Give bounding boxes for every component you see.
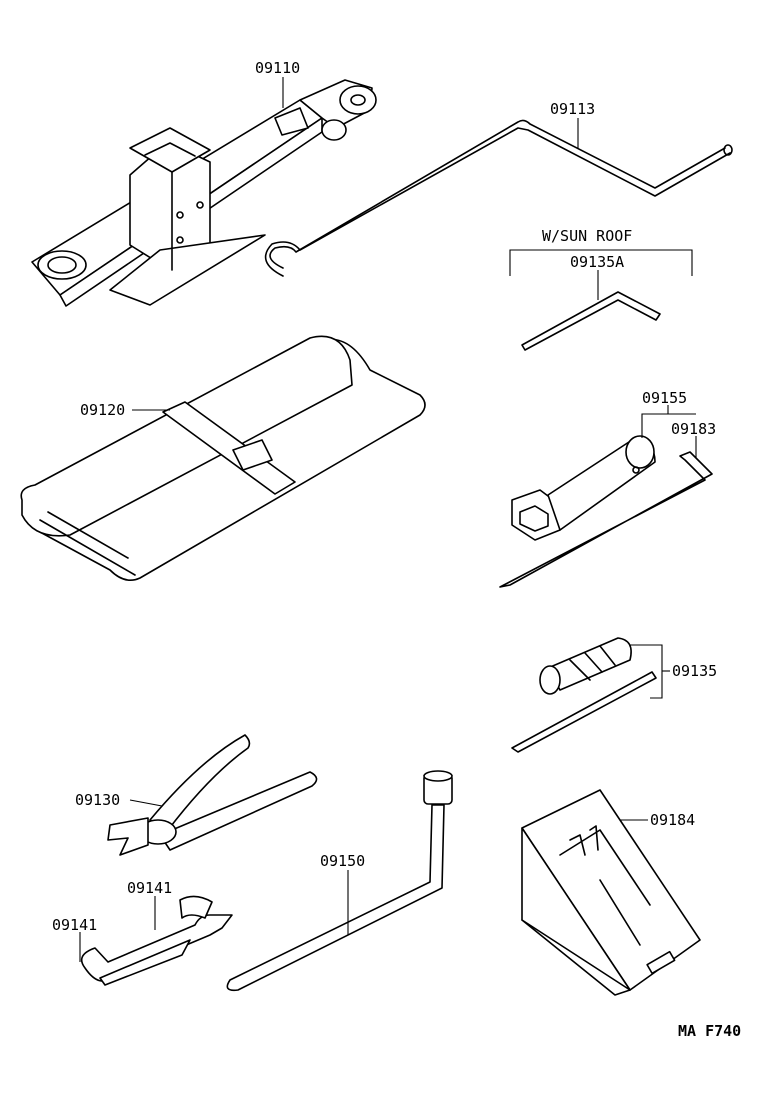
tool-bag-illustration [20, 335, 426, 581]
jack-part-label: 09110 [255, 59, 300, 77]
sunroof-group-label: W/SUN ROOF [542, 227, 632, 245]
screwdriver-illustration [511, 637, 657, 753]
pliers-illustration [107, 734, 318, 856]
sunroof-wrench-illustration [521, 291, 661, 351]
wheel-chock-illustration [521, 789, 701, 996]
plug-wrench-bar-part-label: 09183 [671, 420, 716, 438]
wrench-lower-part-label: 09141 [52, 916, 97, 934]
wrenches-illustration [80, 895, 233, 986]
plug-wrench-part-label: 09155 [642, 389, 687, 407]
wheel-chock-part-label: 09184 [650, 811, 695, 829]
figure-code: MA F740 [678, 1022, 741, 1040]
jack-handle-part-label: 09113 [550, 100, 595, 118]
tool-bag-part-label: 09120 [80, 401, 125, 419]
jack-illustration [31, 79, 377, 307]
wrench-upper-part-label: 09141 [127, 879, 172, 897]
plug-wrench-bracket [641, 413, 696, 438]
sunroof-wrench-part-label: 09135A [570, 253, 624, 271]
plug-wrench-illustration [499, 435, 713, 588]
pliers-part-label: 09130 [75, 791, 120, 809]
jack-handle-illustration [264, 119, 733, 277]
lug-wrench-part-label: 09150 [320, 852, 365, 870]
lug-wrench-illustration [226, 770, 453, 992]
pliers-leader [129, 799, 163, 807]
screwdriver-part-label: 09135 [672, 662, 717, 680]
sunroof-bracket [509, 249, 693, 276]
